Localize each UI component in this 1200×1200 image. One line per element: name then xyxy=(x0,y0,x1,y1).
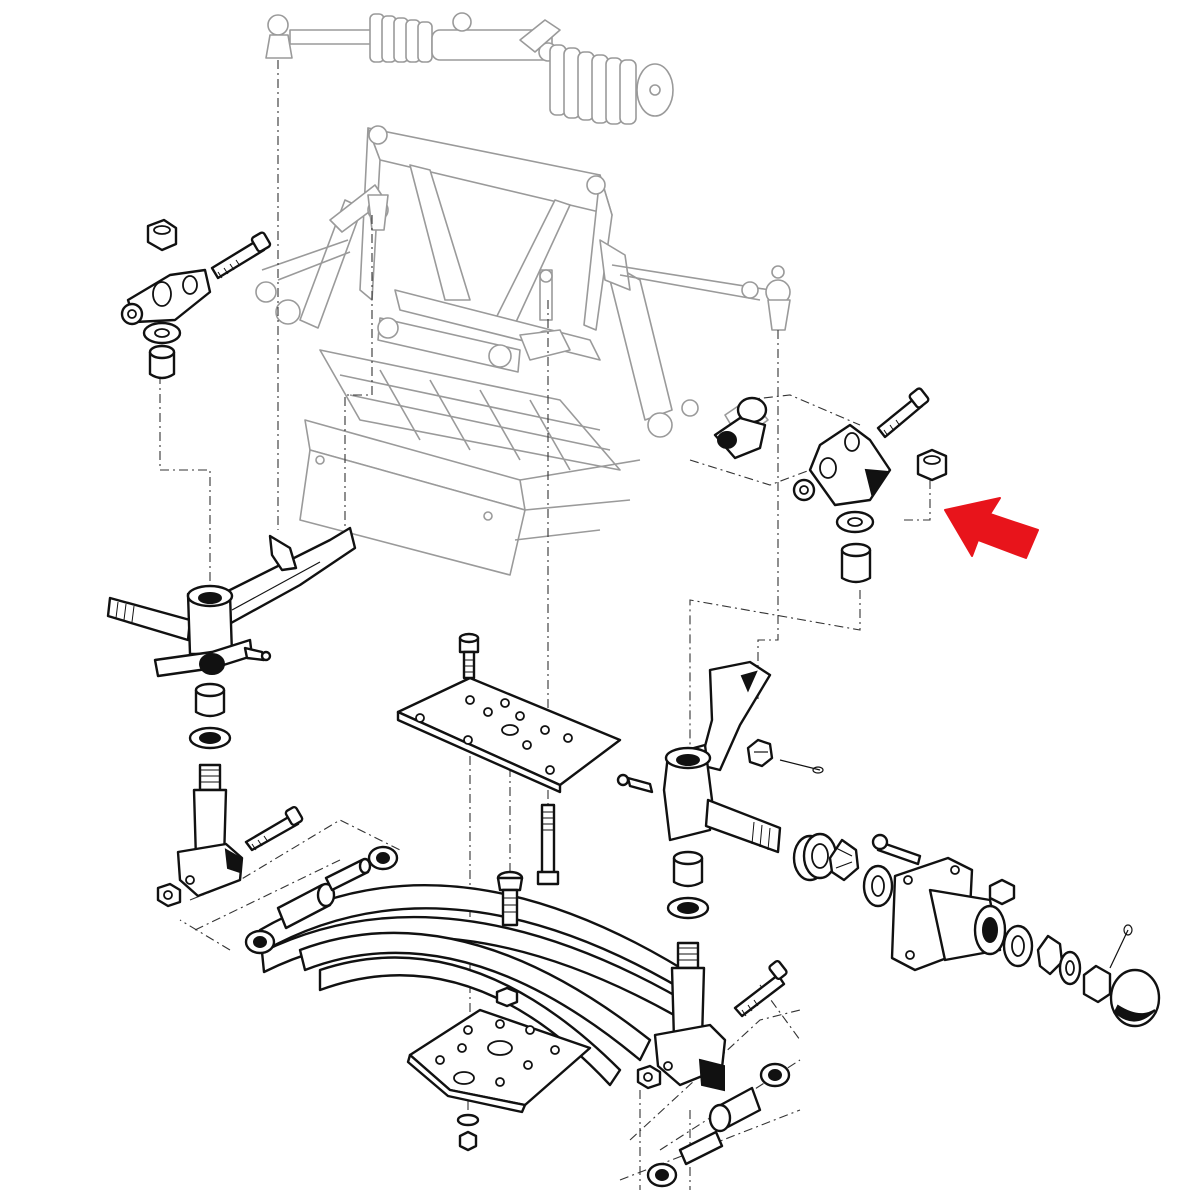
right-lower-nut xyxy=(636,1064,662,1090)
shock-absorber-left-ghost xyxy=(255,184,389,329)
left-spindle-axle xyxy=(106,596,192,642)
control-arm-center-ghost xyxy=(377,269,571,373)
shock-absorber-right-ghost xyxy=(599,239,791,438)
lower-center-plate xyxy=(406,1008,592,1114)
left-spindle-body xyxy=(153,584,254,678)
spring-eye-bushing-left-2 xyxy=(367,845,399,871)
center-bolt-upper xyxy=(458,632,480,680)
upper-left-washer xyxy=(142,321,182,345)
steering-rack-ghost xyxy=(265,12,674,125)
right-spindle-axle xyxy=(704,798,782,854)
left-grease-fitting xyxy=(243,646,272,662)
right-upper-bolt xyxy=(876,387,930,439)
right-upper-bushing xyxy=(840,542,872,584)
hub-bolt xyxy=(871,833,922,866)
right-upper-washer xyxy=(835,510,875,534)
center-bolt-lower xyxy=(496,870,524,927)
inner-bearing-cone xyxy=(828,838,860,882)
center-nut xyxy=(495,986,519,1008)
right-upper-bushing-ghost xyxy=(713,396,769,460)
upper-left-bolt xyxy=(210,231,272,280)
grease-seal xyxy=(862,864,894,908)
center-long-bolt xyxy=(536,803,560,886)
right-lower-bolt xyxy=(733,960,788,1018)
cotter-pin-upper xyxy=(779,759,824,774)
wheel-hub xyxy=(890,856,1007,972)
right-upper-mount-bracket xyxy=(792,423,892,507)
left-lower-nut xyxy=(156,882,182,908)
dust-cap xyxy=(1109,968,1161,1028)
lower-center-washer-nut xyxy=(456,1113,480,1152)
spring-eye-bushing-left xyxy=(244,929,276,955)
spring-sleeve-left xyxy=(276,857,372,930)
inner-bearing-race xyxy=(792,832,838,882)
right-kingpin-bushing xyxy=(672,850,704,888)
hub-wheel-stud-nut xyxy=(988,878,1016,906)
right-steering-arm xyxy=(698,660,772,772)
castle-nut xyxy=(746,738,774,768)
right-grease-fitting xyxy=(616,773,654,794)
outer-bearing-race xyxy=(1002,924,1034,968)
chassis-frame-ghost xyxy=(299,125,641,576)
left-thrust-washer xyxy=(188,726,232,750)
right-upper-lock-nut xyxy=(916,448,948,482)
red-pointer-arrow-icon xyxy=(944,497,1039,559)
front-leaf-spring xyxy=(258,884,702,1087)
left-kingpin-bushing xyxy=(194,682,226,718)
upper-center-plate xyxy=(396,676,622,794)
upper-left-mount-bracket xyxy=(120,268,212,326)
left-kingpin xyxy=(176,763,244,898)
left-spindle-arm xyxy=(212,526,357,630)
upper-left-bushing xyxy=(148,344,176,380)
spring-eye-bushing-right xyxy=(646,1062,791,1188)
outer-bearing-cone xyxy=(1036,934,1064,976)
upper-left-lock-nut xyxy=(146,218,178,252)
right-thrust-washer xyxy=(666,896,710,920)
cotter-pin-hub xyxy=(1109,924,1133,969)
right-spindle-body xyxy=(662,743,714,842)
right-kingpin xyxy=(653,941,727,1092)
spindle-castle-nut xyxy=(1082,964,1112,1004)
spindle-washer xyxy=(1058,950,1082,986)
left-lower-bolt xyxy=(244,805,304,852)
